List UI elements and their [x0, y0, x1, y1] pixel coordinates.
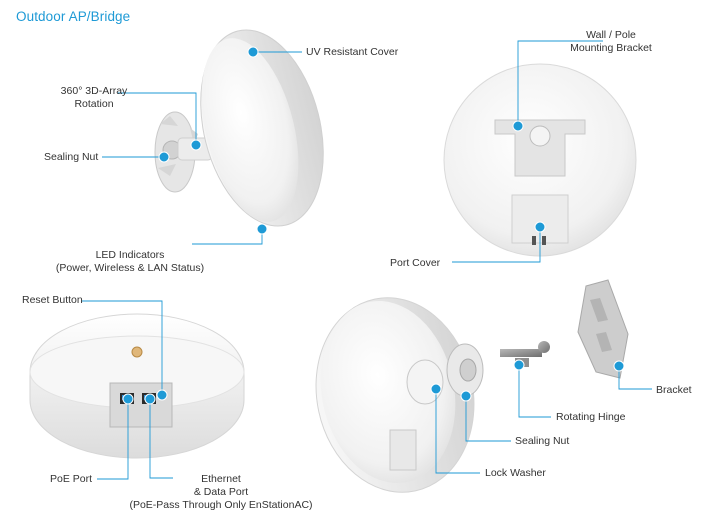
callout-dot-hinge	[513, 359, 525, 371]
label-port-cover: Port Cover	[390, 257, 441, 269]
exploded-rotating-hinge	[500, 341, 550, 367]
callout-dot-bracket	[613, 360, 625, 372]
callout-dot-sealing-nut-bottom	[460, 390, 472, 402]
label-ethernet-line1: Ethernet	[201, 473, 241, 485]
label-led: LED Indicators (Power, Wireless & LAN St…	[40, 249, 220, 275]
callout-dot-port-cover	[534, 221, 546, 233]
callout-dot-sealing-nut-top	[158, 151, 170, 163]
label-poe-port: PoE Port	[50, 473, 93, 485]
label-uv-cover: UV Resistant Cover	[306, 46, 399, 58]
device-back-view	[443, 63, 637, 257]
callout-dot-led	[256, 223, 268, 235]
side-cover-face	[201, 38, 299, 222]
callout-dot-lock-washer	[430, 383, 442, 395]
label-sealing-nut-bottom: Sealing Nut	[515, 435, 570, 447]
label-rotation-line2: Rotation	[74, 98, 114, 110]
label-mount-line1: Wall / Pole	[586, 29, 636, 41]
bottom-screw	[131, 346, 143, 358]
callout-dot-uv-cover	[247, 46, 259, 58]
diagram-title: Outdoor AP/Bridge	[16, 9, 131, 24]
exploded-bracket	[577, 279, 629, 379]
callout-dot-poe	[122, 393, 134, 405]
callout-dot-ethernet	[144, 393, 156, 405]
back-mount-bracket	[494, 119, 586, 177]
label-ethernet: Ethernet & Data Port (PoE-Pass Through O…	[116, 473, 326, 512]
label-sealing-nut-top: Sealing Nut	[44, 151, 99, 163]
device-side-view	[154, 29, 324, 227]
label-bracket: Bracket	[656, 384, 692, 396]
callout-dot-reset	[156, 389, 168, 401]
label-rotating-hinge: Rotating Hinge	[556, 411, 626, 423]
callout-dot-rotation	[190, 139, 202, 151]
label-mount: Wall / Pole Mounting Bracket	[556, 29, 666, 55]
label-lock-washer: Lock Washer	[485, 467, 546, 479]
label-led-line1: LED Indicators	[95, 249, 165, 261]
label-rotation: 360° 3D-Array Rotation	[44, 85, 144, 111]
label-ethernet-line2: & Data Port	[193, 486, 249, 498]
callout-lines	[82, 40, 652, 480]
callout-dot-mount	[512, 120, 524, 132]
device-exploded-view	[315, 279, 629, 493]
label-mount-line2: Mounting Bracket	[570, 42, 652, 54]
label-led-line2: (Power, Wireless & LAN Status)	[55, 262, 205, 274]
back-port-cover	[511, 194, 569, 244]
callout-dots	[122, 46, 625, 405]
label-reset-button: Reset Button	[22, 294, 83, 306]
label-ethernet-line3: (PoE-Pass Through Only EnStationAC)	[129, 499, 313, 511]
device-bottom-view	[29, 313, 245, 459]
label-rotation-line1: 360° 3D-Array	[60, 85, 128, 97]
